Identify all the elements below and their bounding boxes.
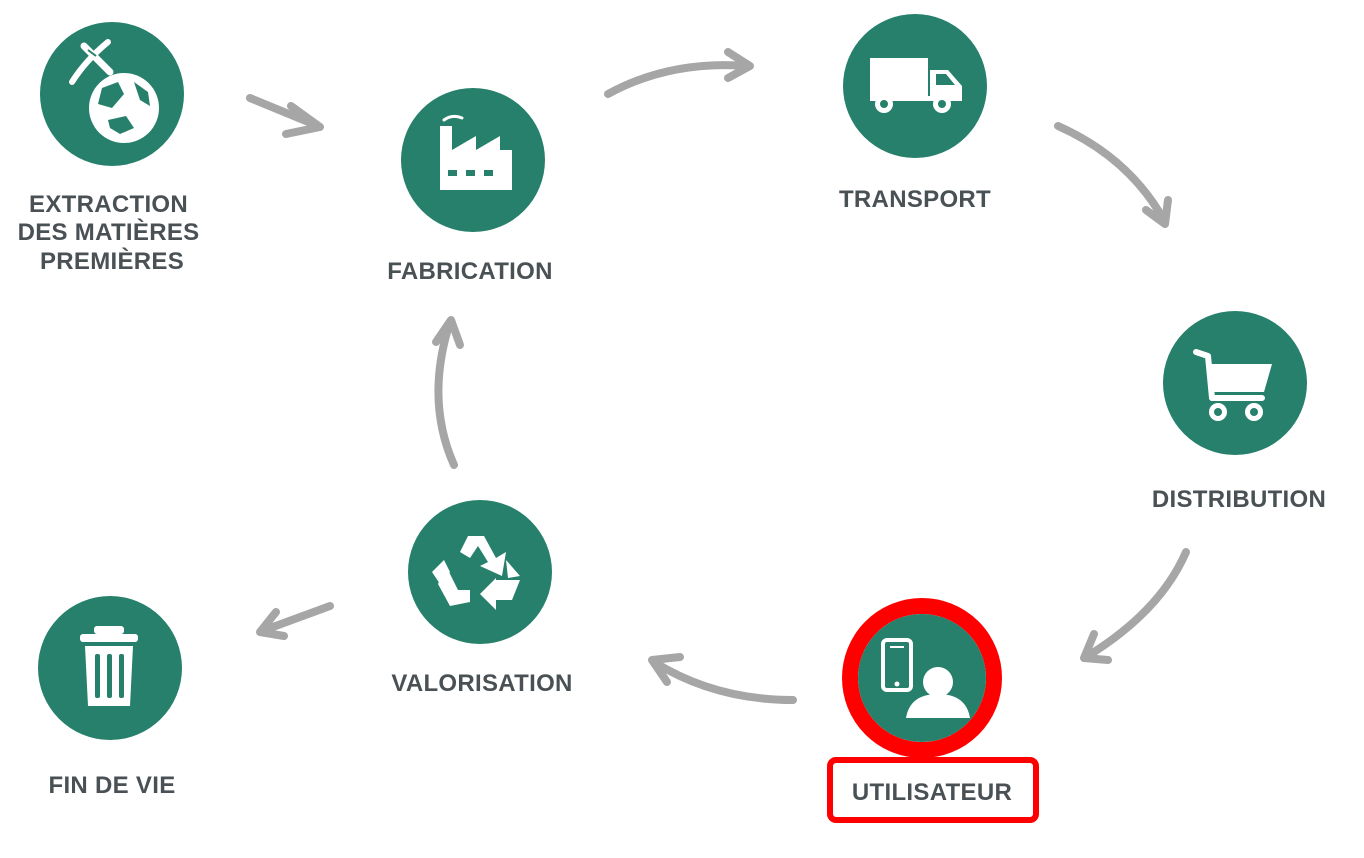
node-transport: TRANSPORT	[839, 14, 991, 213]
truck-icon	[870, 58, 962, 113]
arrow-utilisateur-to-valorisation	[648, 653, 797, 704]
highlight-ring	[842, 598, 1002, 758]
arrow-transport-to-distribution	[1054, 122, 1172, 228]
node-circle	[408, 500, 552, 644]
shopping-cart-icon	[1193, 349, 1272, 421]
node-fin-de-vie: FIN DE VIE	[38, 596, 182, 799]
node-label: DISTRIBUTION	[1152, 486, 1326, 513]
arrow-valorisation-to-fabrication	[432, 316, 464, 469]
node-label: FIN DE VIE	[48, 772, 175, 799]
factory-icon	[440, 114, 512, 190]
node-extraction: EXTRACTION DES MATIÈRES PREMIÈRES	[18, 22, 207, 275]
node-label: FABRICATION	[387, 258, 553, 285]
node-label: EXTRACTION DES MATIÈRES PREMIÈRES	[18, 191, 207, 275]
highlight-label-box	[827, 757, 1039, 823]
node-label: UTILISATEUR	[852, 779, 1012, 806]
arrow-distribution-to-utilisateur	[1080, 548, 1190, 664]
node-circle	[858, 614, 986, 742]
arrow-fabrication-to-transport	[604, 48, 754, 98]
node-fabrication: FABRICATION	[387, 88, 553, 285]
recycle-icon	[432, 536, 520, 610]
node-label: TRANSPORT	[839, 186, 991, 213]
pickaxe-globe-icon	[69, 39, 159, 143]
arrow-extraction-to-fabrication	[246, 94, 324, 138]
user-phone-icon	[881, 638, 970, 718]
node-label: VALORISATION	[391, 670, 572, 697]
trash-bin-icon	[80, 626, 138, 706]
node-utilisateur[interactable]: UTILISATEUR	[827, 598, 1039, 823]
node-valorisation: VALORISATION	[391, 500, 572, 697]
arrow-valorisation-to-fin-de-vie	[256, 602, 334, 640]
node-distribution: DISTRIBUTION	[1152, 311, 1326, 513]
